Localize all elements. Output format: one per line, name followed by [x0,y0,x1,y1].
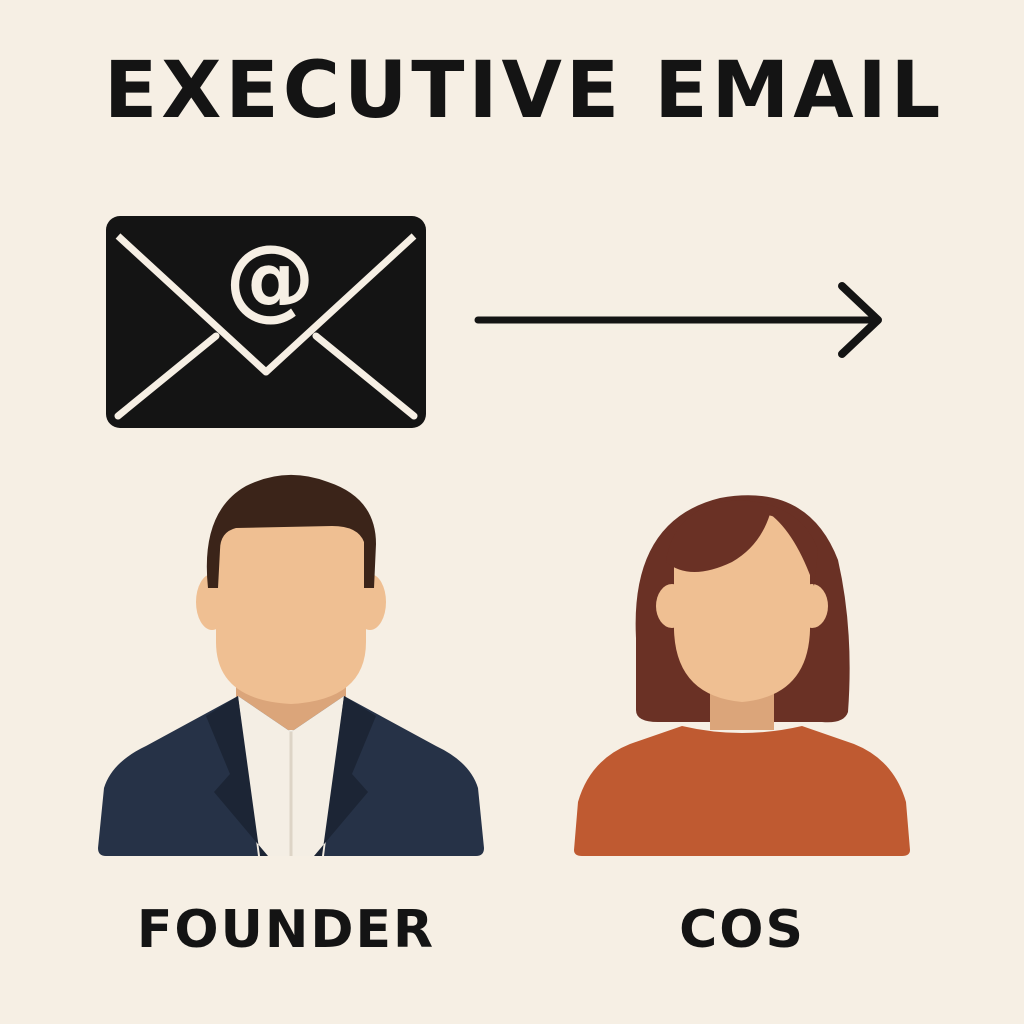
founder-label: FOUNDER [136,900,436,960]
cos-avatar-icon [574,495,910,856]
at-symbol: @ [225,226,315,331]
founder-avatar-icon [98,474,484,856]
arrow-right-icon [474,282,882,358]
envelope-icon: @ [106,216,426,428]
diagram-title: EXECUTIVE EMAIL [104,46,945,136]
cos-label: COS [679,900,805,960]
